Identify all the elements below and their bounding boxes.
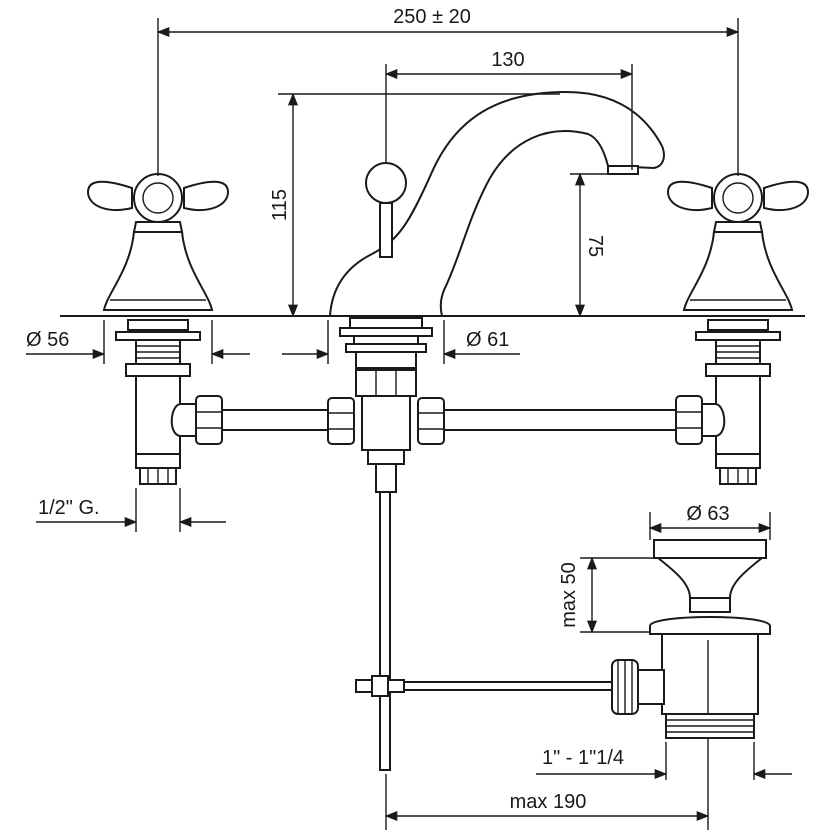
right-cross-handle (666, 173, 810, 311)
center-mixing-body (339, 317, 433, 493)
label-overall-width: 250 ± 20 (393, 6, 471, 28)
horizontal-pull-rod (403, 681, 613, 691)
label-drain-head-diameter: Ø 63 (686, 503, 729, 525)
dim-drain-max-height: max 50 (558, 556, 598, 634)
center-right-nut (417, 397, 445, 445)
dim-inlet-thread: 1/2" G. (36, 497, 226, 528)
dim-handle-base-diameter: Ø 56 (26, 329, 250, 360)
label-spout-base-diameter: Ø 61 (466, 329, 509, 351)
dim-drain-head-diameter: Ø 63 (648, 503, 772, 534)
dim-drain-thread: 1" - 1"1/4 (536, 747, 792, 780)
label-spout-reach: 130 (491, 49, 524, 71)
spout (328, 90, 665, 317)
dim-spout-reach: 130 (384, 49, 634, 80)
label-outlet-height: 75 (584, 235, 606, 257)
drain-pivot-nut (611, 659, 665, 715)
center-left-nut (327, 397, 355, 445)
label-drain-rod-length: max 190 (510, 791, 587, 813)
label-inlet-thread: 1/2" G. (38, 497, 100, 519)
right-connection-pipe (443, 409, 677, 431)
left-connection-pipe (219, 409, 329, 431)
dim-spout-base-diameter: Ø 61 (282, 329, 520, 360)
dim-outlet-height: 75 (574, 172, 606, 318)
vertical-lift-rod (379, 491, 391, 771)
right-valve-shank (695, 319, 781, 485)
left-valve-shank (115, 319, 201, 485)
left-cross-handle (86, 173, 230, 311)
left-elbow-nut (170, 395, 223, 445)
rod-clamp (355, 675, 405, 697)
right-elbow-nut (675, 395, 726, 445)
dim-drain-rod-length: max 190 (384, 791, 710, 822)
pop-up-drain (649, 539, 771, 830)
label-spout-height: 115 (269, 189, 291, 221)
label-drain-thread: 1" - 1"1/4 (542, 747, 624, 769)
dim-spout-height: 115 (269, 92, 299, 318)
label-drain-max-height: max 50 (558, 562, 580, 628)
lift-rod-knob (365, 162, 407, 258)
label-handle-base-diameter: Ø 56 (26, 329, 69, 351)
dim-overall-width: 250 ± 20 (156, 6, 740, 38)
